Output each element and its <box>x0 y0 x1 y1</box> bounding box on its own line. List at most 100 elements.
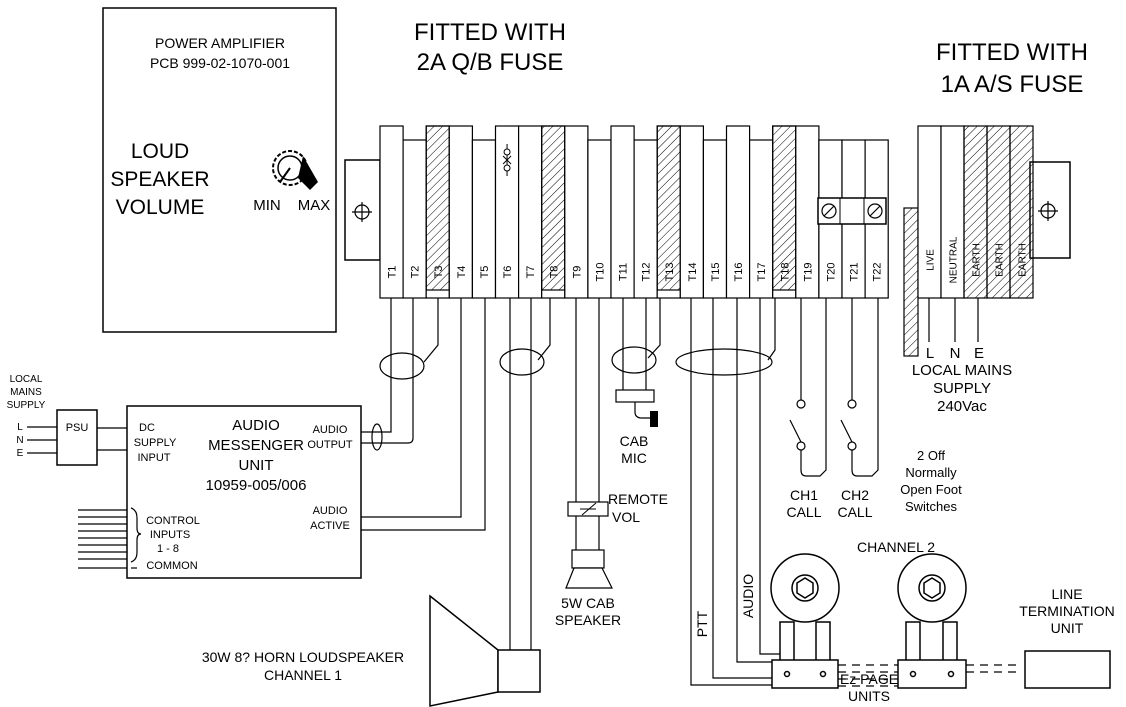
mains-terminal-label-0: LIVE <box>926 249 937 271</box>
control-inputs-label-1: CONTROL <box>146 515 200 527</box>
remote-vol-icon[interactable] <box>567 501 609 517</box>
volume-label-2: SPEAKER <box>110 168 209 191</box>
line-term-label-2: TERMINATION <box>1019 603 1114 619</box>
local-supply-wires <box>27 426 127 454</box>
max-label: MAX <box>298 197 331 214</box>
horn-label-1: 30W 8? HORN LOUDSPEAKER <box>202 649 404 665</box>
cab-speaker-label-2: SPEAKER <box>555 612 621 628</box>
local-e-label: E <box>17 448 24 459</box>
mains-supply-label-1: LOCAL MAINS <box>912 362 1012 379</box>
ez-page-label-1: Ez PAGE <box>840 671 898 687</box>
audio-active-label-2: ACTIVE <box>310 520 350 532</box>
terminal-hatch-t3 <box>425 125 450 291</box>
switches-label-2: Normally <box>905 465 957 480</box>
messenger-name-1: AUDIO <box>232 417 280 434</box>
local-l-label: L <box>17 422 23 433</box>
cab-mic-label-2: MIC <box>621 450 647 466</box>
fuse-left-caption-1: FITTED WITH <box>414 19 566 46</box>
fuse-right-caption-2: 1A A/S FUSE <box>941 71 1084 98</box>
switches-label-3: Open Foot <box>900 482 962 497</box>
audio-active-label-1: AUDIO <box>313 505 348 517</box>
mains-supply-label-2: SUPPLY <box>933 380 991 397</box>
volume-label-1: LOUD <box>131 140 189 163</box>
mains-terminal-0 <box>917 125 942 299</box>
terminal-label-t21: T21 <box>849 263 861 282</box>
amp-title-2: PCB 999-02-1070-001 <box>150 55 290 71</box>
ch2-foot-switch-icon[interactable] <box>840 399 857 451</box>
psu-box: PSU <box>56 409 98 466</box>
cable-screens <box>371 346 773 451</box>
horn-loudspeaker-icon <box>429 594 541 707</box>
terminal-label-t13: T13 <box>664 263 676 282</box>
cab-mic-label-1: CAB <box>620 433 649 449</box>
switches-label-1: 2 Off <box>917 448 945 463</box>
local-supply-label-1: LOCAL <box>10 374 43 385</box>
mains-n-label: N <box>950 345 961 362</box>
mains-terminal-label-1: NEUTRAL <box>949 236 960 283</box>
terminal-label-t4: T4 <box>456 266 468 279</box>
switches-label-4: Switches <box>905 499 958 514</box>
dc-label-3: INPUT <box>138 452 171 464</box>
control-inputs-label-2: INPUTS <box>150 529 190 541</box>
fuse-right-caption-1: FITTED WITH <box>936 39 1088 66</box>
horn-label-2: CHANNEL 1 <box>264 667 342 683</box>
ch1-label-2: CALL <box>786 504 821 520</box>
mains-terminal-label-4: EARTH <box>1018 243 1029 277</box>
ch2-label-2: CALL <box>837 504 872 520</box>
line-term-label-1: LINE <box>1051 586 1082 602</box>
amp-title-1: POWER AMPLIFIER <box>155 35 285 51</box>
cab-mic-icon <box>615 389 658 427</box>
messenger-name-4: 10959-005/006 <box>206 477 307 494</box>
control-inputs-label-3: 1 - 8 <box>157 543 179 555</box>
terminal-label-t6: T6 <box>502 266 514 279</box>
terminal-end-bracket-left <box>344 159 381 261</box>
audio-label: AUDIO <box>740 574 756 618</box>
common-label: COMMON <box>146 560 197 572</box>
mains-l-label: L <box>926 345 934 362</box>
ez-page-label-2: UNITS <box>848 688 890 704</box>
audio-messenger-unit: DC SUPPLY INPUT AUDIO MESSENGER UNIT 109… <box>126 405 362 579</box>
messenger-name-3: UNIT <box>239 457 274 474</box>
messenger-name-2: MESSENGER <box>208 437 304 454</box>
control-input-wires <box>78 507 142 569</box>
terminal-label-t14: T14 <box>687 263 699 282</box>
terminal-label-t19: T19 <box>802 263 814 282</box>
local-n-label: N <box>16 435 23 446</box>
terminal-label-t3: T3 <box>433 266 445 279</box>
line-term-label-3: UNIT <box>1051 620 1084 636</box>
terminal-wires <box>361 298 879 686</box>
remote-vol-label-2: VOL <box>612 509 640 525</box>
ptt-label: PTT <box>694 610 710 637</box>
power-amplifier-box: POWER AMPLIFIER PCB 999-02-1070-001 LOUD… <box>102 7 337 333</box>
mains-terminal-label-3: EARTH <box>995 243 1006 277</box>
remote-vol-label-1: REMOTE <box>608 491 668 507</box>
terminal-label-t9: T9 <box>571 266 583 279</box>
ch1-label-1: CH1 <box>790 487 818 503</box>
min-label: MIN <box>253 197 281 214</box>
terminal-label-t18: T18 <box>779 263 791 282</box>
volume-label-3: VOLUME <box>116 196 205 219</box>
local-supply-label-2: MAINS <box>10 387 42 398</box>
volume-knob-icon[interactable] <box>272 150 318 190</box>
dc-label-1: DC <box>139 422 155 434</box>
mains-e-label: E <box>974 345 984 362</box>
ch2-label-1: CH2 <box>841 487 869 503</box>
cab-speaker-label-1: 5W CAB <box>561 595 615 611</box>
terminal-label-t12: T12 <box>641 263 653 282</box>
mains-terminal-4 <box>1009 125 1034 299</box>
ez-page-unit-1 <box>770 553 840 689</box>
mains-supply-label-3: 240Vac <box>937 398 987 415</box>
audio-output-label-1: AUDIO <box>313 424 348 436</box>
channel2-label: CHANNEL 2 <box>857 539 935 555</box>
terminal-link-bar <box>817 197 887 225</box>
terminal-label-t17: T17 <box>756 263 768 282</box>
ch1-foot-switch-icon[interactable] <box>789 399 806 451</box>
terminal-label-t2: T2 <box>410 266 422 279</box>
mains-terminal-strip: LIVE NEUTRAL EARTH EARTH EARTH <box>917 125 1034 299</box>
ez-page-unit-2 <box>897 553 967 689</box>
terminal-label-t11: T11 <box>618 263 630 281</box>
mains-terminal-label-2: EARTH <box>972 243 983 277</box>
terminal-label-t8: T8 <box>548 266 560 279</box>
mains-barrier <box>903 207 919 357</box>
terminal-label-t7: T7 <box>525 266 537 279</box>
